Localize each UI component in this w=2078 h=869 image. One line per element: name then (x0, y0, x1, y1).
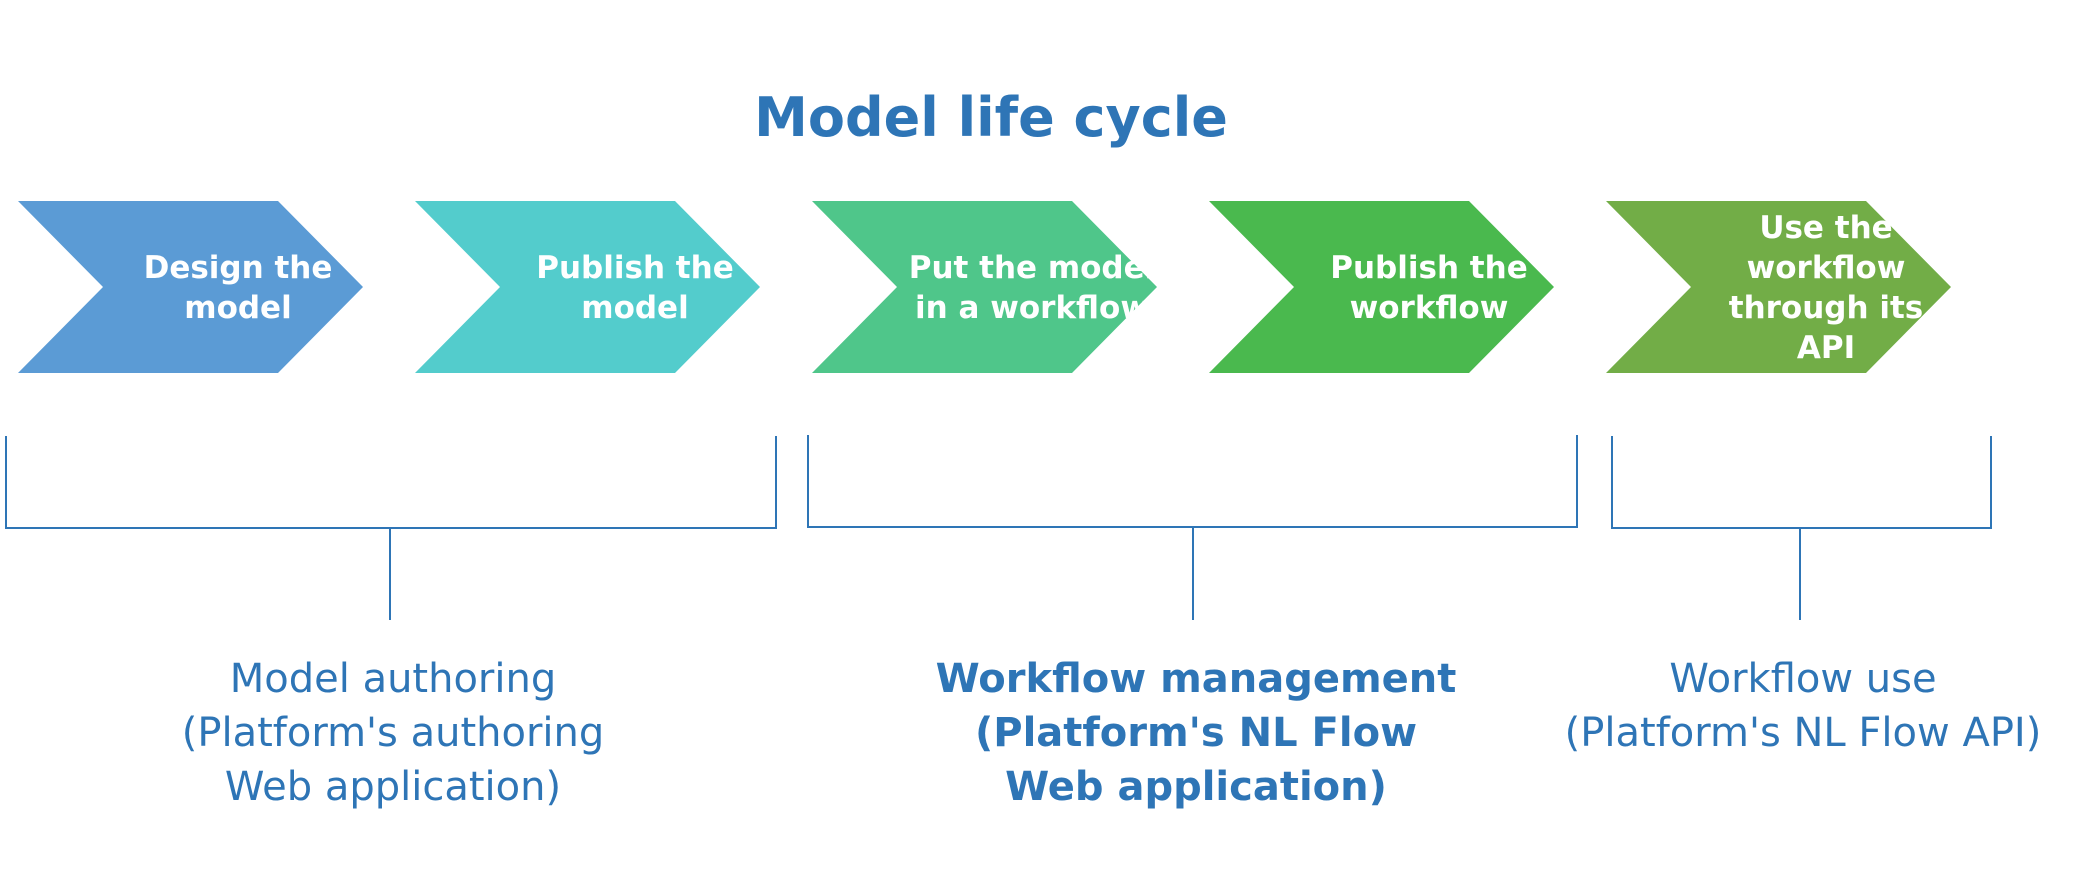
step-chevron (1209, 201, 1554, 373)
group-label-line: Workflow management (936, 656, 1457, 702)
step-label-line: Put the model (909, 250, 1156, 286)
step-label-line: in a workflow (915, 290, 1149, 326)
step-label-line: model (184, 290, 291, 326)
bracket-line (5, 436, 777, 529)
group-label-line: (Platform's NL Flow (975, 710, 1417, 756)
step-label-line: Publish the (536, 250, 733, 286)
bracket-line (1611, 436, 1992, 529)
process-steps: Design the model Publish the model Put the m… (18, 201, 1951, 373)
step-chevron (18, 201, 363, 373)
step-3: Put the model in a workflow (812, 201, 1157, 373)
group-label-line: (Platform's NL Flow API) (1565, 710, 2042, 756)
step-label-line: through its (1729, 290, 1924, 326)
group-label-line: Web application) (1005, 764, 1387, 810)
group-labels: Model authoring (Platform's authoringWeb … (182, 656, 2042, 810)
step-chevron (812, 201, 1157, 373)
group-label-3: Workflow use (Platform's NL Flow API) (1565, 656, 2042, 756)
step-label-line: workflow (1350, 290, 1509, 326)
step-1: Design the model (18, 201, 363, 373)
group-brackets (5, 435, 1992, 620)
step-label-line: Publish the (1330, 250, 1527, 286)
step-label-line: Use the (1759, 210, 1892, 246)
bracket-3 (1611, 436, 1992, 620)
step-chevron (415, 201, 760, 373)
group-label-2: Workflow management (Platform's NL FlowWe… (936, 656, 1457, 810)
bracket-1 (5, 436, 777, 620)
step-4: Publish the workflow (1209, 201, 1554, 373)
group-label-1: Model authoring (Platform's authoringWeb … (182, 656, 605, 810)
step-label-line: workflow (1747, 250, 1906, 286)
step-label-line: API (1797, 330, 1855, 366)
diagram-title: Model life cycle (754, 86, 1228, 149)
group-label-line: Workflow use (1669, 656, 1936, 702)
group-label-line: Model authoring (230, 656, 556, 702)
step-2: Publish the model (415, 201, 760, 373)
step-chevron (1606, 201, 1951, 373)
group-label-line: (Platform's authoring (182, 710, 605, 756)
step-label-line: Design the (144, 250, 333, 286)
bracket-line (807, 435, 1578, 528)
step-label-line: model (581, 290, 688, 326)
group-label-line: Web application) (225, 764, 561, 810)
bracket-2 (807, 435, 1578, 620)
